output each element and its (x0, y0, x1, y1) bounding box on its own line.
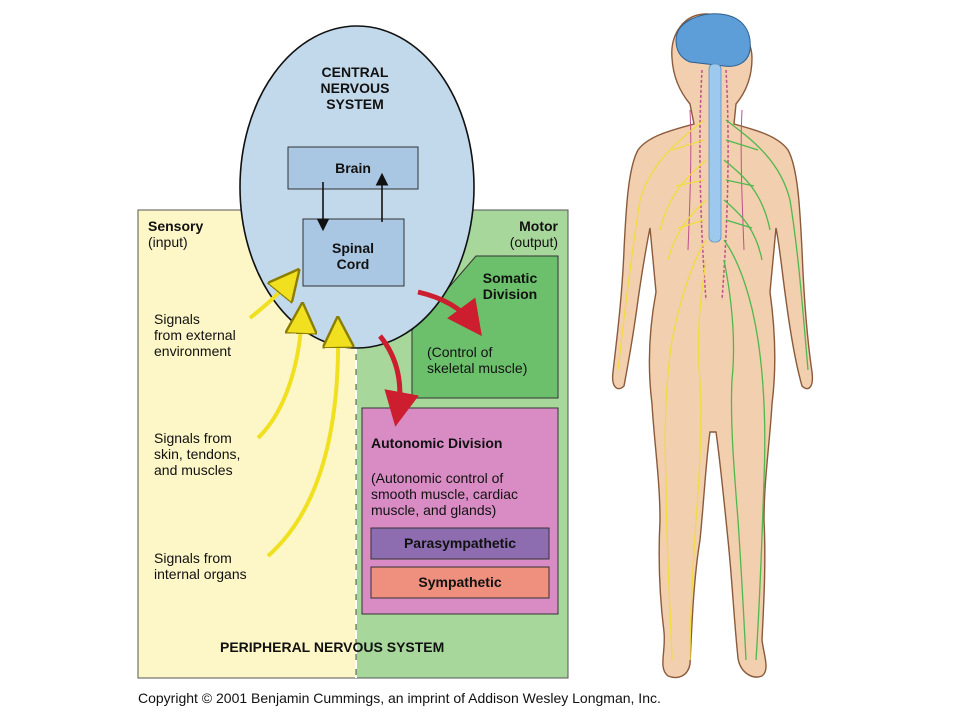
human-body-figure (611, 13, 814, 679)
brain-label: Brain (335, 160, 371, 176)
parasympathetic-box (370, 527, 550, 560)
pns-label: PERIPHERAL NERVOUS SYSTEM (220, 639, 445, 655)
spinal-cord-label: Spinal Cord (331, 240, 374, 272)
parasympathetic-label: Parasympathetic (403, 535, 517, 551)
sensory-arrow-skin (256, 314, 302, 440)
sensory-heading: Sensory (input) (148, 218, 204, 250)
copyright-text: Copyright © 2001 Benjamin Cummings, an i… (138, 690, 661, 706)
sensory-arrow-external (248, 278, 292, 320)
spinal-cord (708, 63, 722, 243)
sensory-arrow-internal (266, 328, 338, 558)
signal-internal-organs: Signals from internal organs (154, 550, 247, 582)
autonomic-division-title: Autonomic Division (371, 435, 503, 451)
signal-external-environment: Signals from external environment (154, 311, 236, 359)
motor-arrow-somatic (417, 289, 482, 337)
somatic-division-desc: (Control of skeletal muscle) (427, 344, 528, 376)
sympathetic-box (370, 566, 550, 599)
somatic-division-title: Somatic Division (482, 270, 538, 302)
autonomic-division-desc: (Autonomic control of smooth muscle, car… (371, 470, 519, 518)
brain-shape (675, 13, 751, 67)
cns-title: CENTRAL NERVOUS SYSTEM (320, 64, 390, 112)
signal-skin-tendons-muscles: Signals from skin, tendons, and muscles (154, 430, 241, 478)
sympathetic-label: Sympathetic (418, 574, 502, 590)
motor-arrow-autonomic (378, 334, 419, 427)
motor-heading: Motor (output) (509, 218, 558, 250)
brain-box (287, 146, 419, 190)
